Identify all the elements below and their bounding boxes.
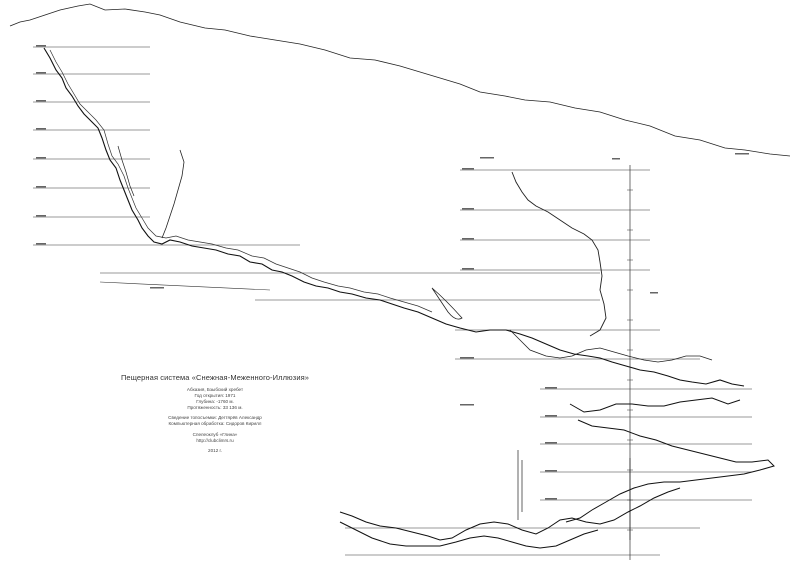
- cave-branch-upper-left: [161, 149, 185, 239]
- cave-deep-shaft: [517, 450, 631, 540]
- depth-levels-right: [345, 169, 752, 556]
- depth-levels-left: [33, 46, 600, 301]
- url-text: http://clubclimrs.ru: [196, 437, 234, 443]
- computer-credit-text: Компьютерная обработка: Сидоров Кирилл: [168, 421, 262, 427]
- cave-main-passage-wall: [49, 49, 433, 313]
- location-text: Абхазия, Бзыбский хребет: [186, 387, 244, 392]
- survey-annotations: [36, 45, 749, 500]
- topo-credit-text: Сведение топосъемки: Дегтярёв Александр: [168, 415, 262, 421]
- cave-main-passage: [43, 47, 745, 387]
- cave-branch-middle: [509, 329, 713, 363]
- cave-horizontal-lead: [99, 281, 271, 291]
- cave-lens-feature: [431, 287, 463, 320]
- cave-branch-left-small: [117, 145, 135, 197]
- legend-block: Пещерная система «Снежная-Меженного-Иллю…: [120, 373, 310, 454]
- length-text: Протяженность: 33 136 м.: [187, 405, 243, 411]
- depth-text: Глубина: -1760 м.: [196, 399, 234, 405]
- year-opened-text: Год открытия: 1971: [194, 393, 236, 399]
- diagram-title: Пещерная система «Снежная-Меженного-Иллю…: [120, 373, 310, 382]
- cave-branch-right-vertical: [511, 171, 607, 337]
- cave-lower-right-passage: [565, 397, 775, 523]
- cave-bottom-passage: [339, 487, 681, 549]
- surface-profile-line: [9, 3, 791, 157]
- year-text: 2012 г.: [208, 447, 222, 453]
- club-text: Спелеоклуб «Глина»: [192, 431, 238, 437]
